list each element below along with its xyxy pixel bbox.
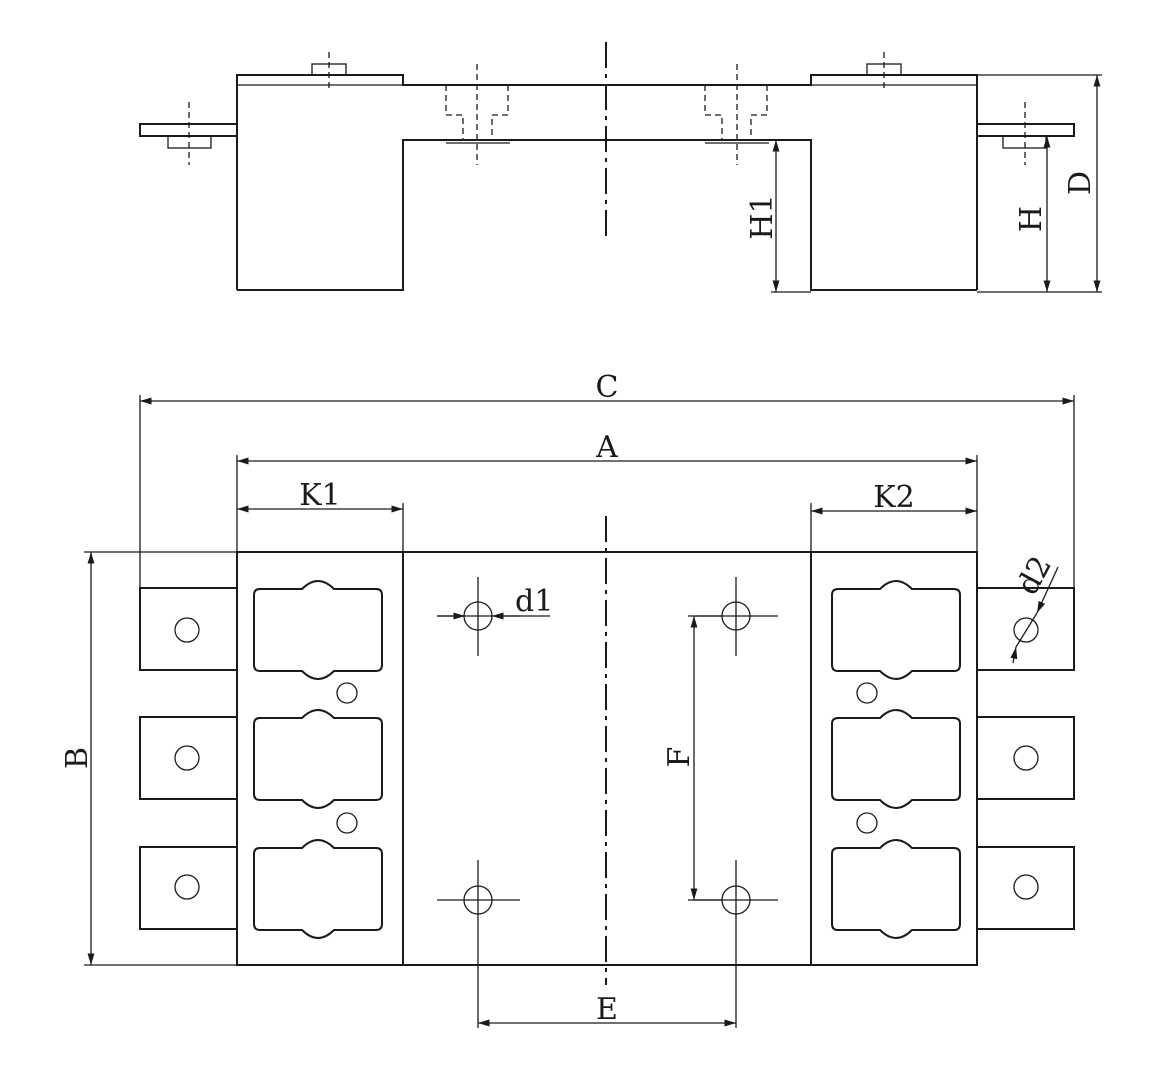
side-left-mount-insert — [445, 64, 510, 165]
left-terminal-tab-1 — [139, 587, 237, 671]
right-small-hole-2 — [856, 812, 878, 834]
dimension-k2: K2 — [810, 480, 977, 552]
label-k1: K1 — [299, 478, 341, 513]
dimension-d2: d2 — [1010, 550, 1059, 664]
label-d2: d2 — [1010, 550, 1059, 600]
left-terminal-slots — [253, 580, 383, 939]
left-small-hole-2 — [336, 812, 358, 834]
mounting-hole-bottom-left — [437, 860, 520, 1028]
dimension-h: H — [977, 136, 1102, 293]
dimension-d: D — [977, 74, 1102, 292]
dimension-f: F — [662, 615, 722, 901]
left-slot-2 — [253, 709, 383, 809]
dimension-c: C — [139, 370, 1075, 587]
label-a: A — [595, 430, 618, 465]
left-slot-1 — [253, 580, 383, 680]
right-terminal-tabs — [977, 587, 1075, 930]
side-right-terminal-tab — [976, 102, 1075, 165]
dimension-k1: K1 — [237, 478, 404, 552]
right-slot-3 — [831, 839, 961, 939]
label-k2: K2 — [873, 480, 915, 515]
label-c: C — [596, 370, 619, 405]
right-slot-1 — [831, 580, 961, 680]
left-terminal-tab-2 — [139, 716, 237, 800]
left-small-hole-1 — [336, 682, 358, 704]
right-small-hole-1 — [856, 682, 878, 704]
plan-view: C A K1 K2 B — [60, 370, 1075, 1028]
mounting-holes — [437, 577, 778, 1028]
label-b: B — [60, 747, 95, 769]
dimension-d1: d1 — [437, 584, 553, 620]
left-terminal-tab-3 — [139, 846, 237, 930]
label-d1: d1 — [515, 584, 553, 619]
right-terminal-tab-3 — [977, 846, 1075, 930]
dimension-a: A — [236, 430, 978, 552]
dimension-b: B — [60, 551, 237, 966]
side-right-mount-insert — [704, 64, 769, 165]
dimension-h1: H1 — [745, 139, 811, 293]
side-left-top-screw — [311, 52, 347, 88]
right-slot-2 — [831, 709, 961, 809]
right-terminal-tab-2 — [977, 716, 1075, 800]
dimension-e: E — [478, 992, 736, 1027]
label-d: D — [1063, 171, 1098, 195]
right-terminal-slots — [831, 580, 961, 939]
side-left-terminal-tab — [139, 102, 238, 165]
left-terminal-tabs — [139, 587, 237, 930]
label-h: H — [1014, 206, 1049, 232]
label-f: F — [662, 747, 697, 768]
right-terminal-tab-1 — [977, 587, 1075, 671]
side-view: H1 H D — [139, 42, 1102, 293]
left-slot-3 — [253, 839, 383, 939]
side-right-top-screw — [866, 52, 902, 88]
mounting-hole-bottom-right — [695, 860, 778, 1028]
label-h1: H1 — [745, 194, 780, 239]
label-e: E — [596, 992, 618, 1027]
